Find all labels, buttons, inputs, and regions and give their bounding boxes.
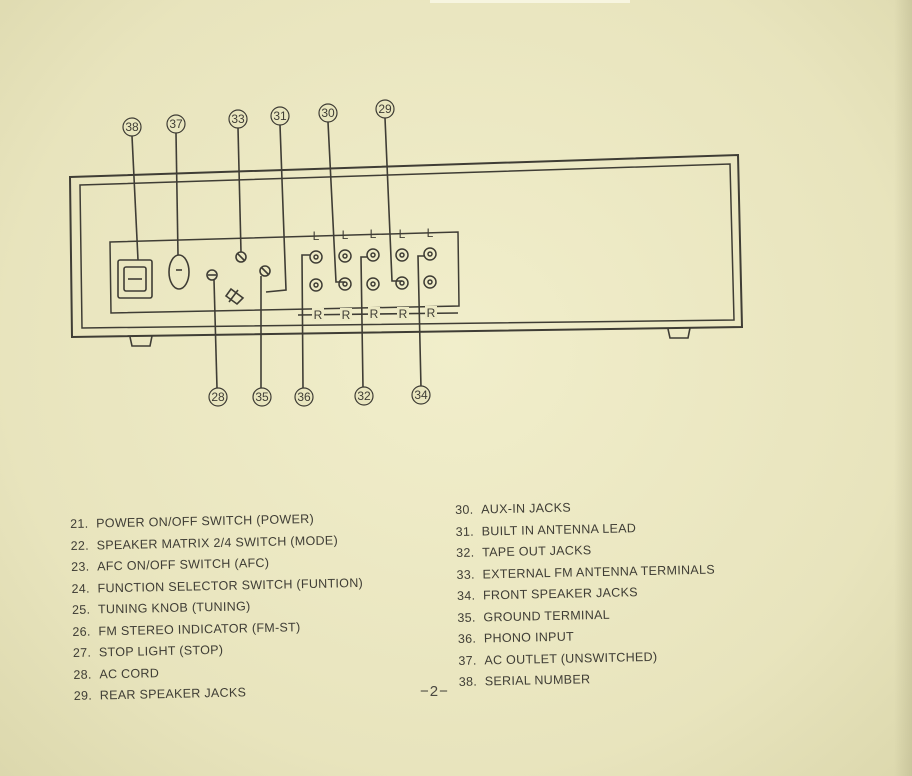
jack-label-r: R <box>399 307 408 321</box>
jack-label-l: L <box>370 227 377 241</box>
legend-left-column: 21.POWER ON/OFF SWITCH (POWER) 22.SPEAKE… <box>70 508 366 708</box>
fm-antenna-terminal-2 <box>259 265 271 277</box>
jack-label-r: R <box>427 306 436 320</box>
antenna-lead <box>224 287 245 306</box>
page-right-shadow <box>894 0 912 776</box>
jack-label-l: L <box>427 226 434 240</box>
left-foot <box>129 335 153 347</box>
callout-32: 32 <box>357 389 371 403</box>
callout-34: 34 <box>414 388 428 402</box>
jack-label-r: R <box>314 308 323 322</box>
callout-30: 30 <box>321 106 335 120</box>
callout-35: 35 <box>255 390 269 404</box>
right-foot <box>667 327 691 339</box>
jack-label-l: L <box>399 227 406 241</box>
cabinet-outline <box>68 153 744 339</box>
page-top-edge <box>430 0 630 3</box>
jack-label-r: R <box>370 307 379 321</box>
jack-label-l: L <box>313 229 320 243</box>
callout-36: 36 <box>297 390 311 404</box>
legend-right-column: 30.AUX-IN JACKS 31.BUILT IN ANTENNA LEAD… <box>455 495 717 694</box>
jack-label-r: R <box>342 308 351 322</box>
rear-sub-panel <box>109 231 460 314</box>
callout-33: 33 <box>231 112 245 126</box>
callout-38: 38 <box>125 120 139 134</box>
ac-outlet <box>168 254 190 290</box>
callout-29: 29 <box>378 102 392 116</box>
ground-terminal <box>206 269 218 281</box>
cabinet-inner-outline <box>79 163 735 329</box>
jacks <box>309 247 437 292</box>
jack-label-l: L <box>342 228 349 242</box>
callout-37: 37 <box>169 117 183 131</box>
rear-panel-diagram: 38 37 33 31 30 29 28 35 36 32 34 L L L L… <box>68 99 744 407</box>
page-number: −2− <box>420 683 449 700</box>
callout-31: 31 <box>273 109 287 123</box>
serial-number-plate <box>117 259 153 299</box>
callout-28: 28 <box>211 390 225 404</box>
